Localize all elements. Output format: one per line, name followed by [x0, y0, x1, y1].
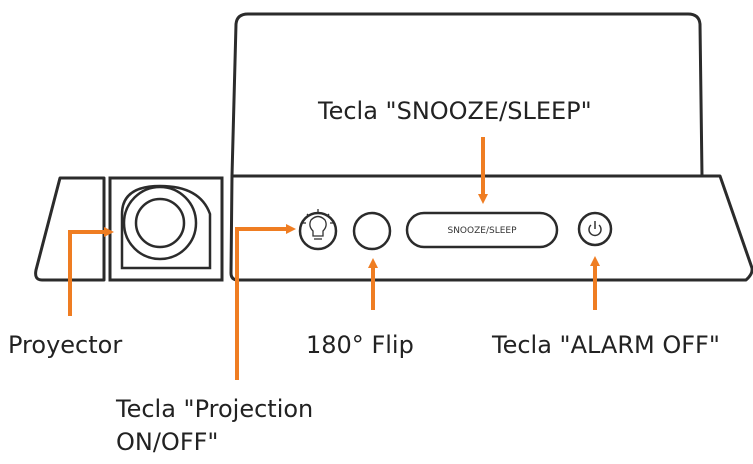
flip-button[interactable]: [352, 211, 392, 251]
lightbulb-icon: [303, 209, 333, 240]
projector-label: Proyector: [8, 331, 123, 359]
projection-label-line2: ON/OFF": [116, 428, 219, 456]
display-panel: [230, 12, 704, 177]
projection-label-line1: Tecla "Projection: [116, 395, 314, 423]
snooze-button-text: SNOOZE/SLEEP: [447, 226, 517, 236]
projection-button[interactable]: [298, 209, 338, 251]
left-end-cap: [34, 176, 106, 282]
snooze-label: Tecla "SNOOZE/SLEEP": [318, 97, 592, 125]
callout-arrows: [68, 137, 600, 380]
power-icon: [588, 221, 602, 237]
flip-label: 180° Flip: [306, 331, 414, 359]
alarm-off-button[interactable]: [577, 211, 613, 247]
projector-lens-inner: [134, 197, 186, 249]
projection-arrow: [235, 224, 296, 380]
alarm-off-label: Tecla "ALARM OFF": [492, 331, 720, 359]
projector-arrow: [68, 227, 114, 316]
snooze-sleep-button[interactable]: SNOOZE/SLEEP: [405, 211, 559, 249]
